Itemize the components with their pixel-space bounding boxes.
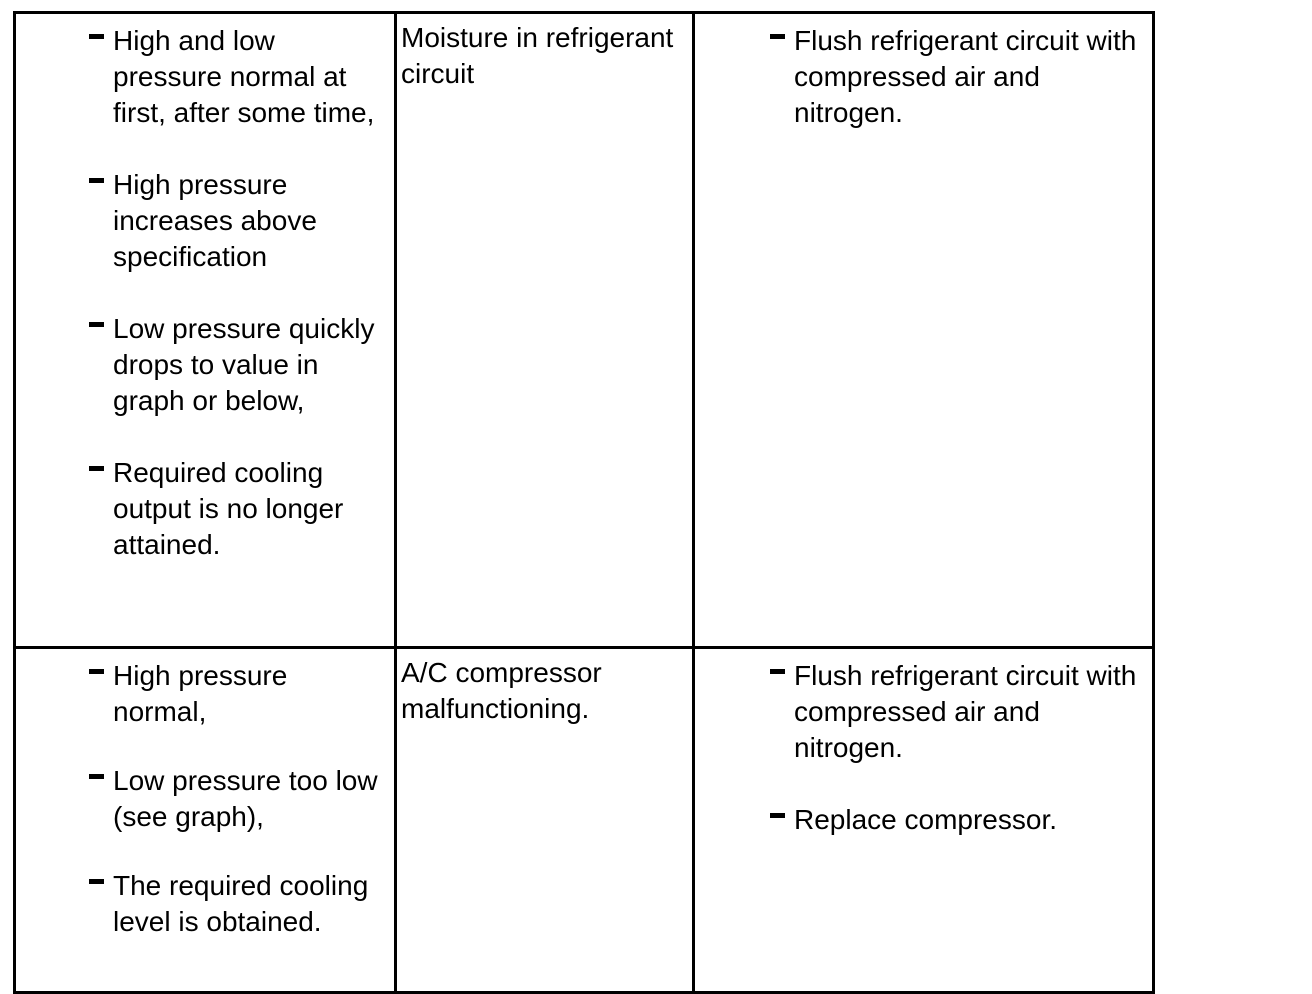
list-item-label: Flush refrigerant circuit with compresse… — [794, 25, 1137, 128]
list-item: Replace compressor. — [770, 802, 1146, 838]
list-item: Flush refrigerant circuit with compresse… — [770, 23, 1146, 131]
dash-bullet-icon — [770, 813, 785, 818]
cause-text: A/C compressor malfunctioning. — [401, 657, 602, 724]
list-item-label: The required cooling level is obtained. — [113, 870, 369, 937]
list-item-label: Low pressure too low (see graph), — [113, 765, 378, 832]
remedy-bullet-list: Flush refrigerant circuit with compresse… — [695, 649, 1152, 842]
list-item: Flush refrigerant circuit with compresse… — [770, 658, 1146, 766]
cell-remedy: Flush refrigerant circuit with compresse… — [692, 646, 1155, 994]
list-item: High pressure normal, — [89, 658, 388, 730]
cell-remedy: Flush refrigerant circuit with compresse… — [692, 11, 1155, 649]
symptom-bullet-list: High and low pressure normal at first, a… — [16, 14, 394, 567]
list-item-label: Flush refrigerant circuit with compresse… — [794, 660, 1137, 763]
table-row: High pressure normal, Low pressure too l… — [13, 646, 1155, 994]
dash-bullet-icon — [89, 774, 104, 779]
list-item: High and low pressure normal at first, a… — [89, 23, 388, 131]
dash-bullet-icon — [89, 322, 104, 327]
list-item: Low pressure quickly drops to value in g… — [89, 311, 388, 419]
symptom-bullet-list: High pressure normal, Low pressure too l… — [16, 649, 394, 977]
table-row: High and low pressure normal at first, a… — [13, 11, 1155, 649]
dash-bullet-icon — [89, 466, 104, 471]
dash-bullet-icon — [89, 178, 104, 183]
dash-bullet-icon — [770, 669, 785, 674]
cell-cause: A/C compressor malfunctioning. — [394, 646, 695, 994]
list-item-label: High pressure increases above specificat… — [113, 169, 317, 272]
dash-bullet-icon — [89, 879, 104, 884]
dash-bullet-icon — [89, 34, 104, 39]
list-item-label: Required cooling output is no longer att… — [113, 457, 344, 560]
list-item-label: Low pressure quickly drops to value in g… — [113, 313, 375, 416]
list-item: Required cooling output is no longer att… — [89, 455, 388, 563]
list-item-label: High and low pressure normal at first, a… — [113, 25, 375, 128]
cell-symptom: High and low pressure normal at first, a… — [13, 11, 397, 649]
dash-bullet-icon — [89, 669, 104, 674]
cause-text: Moisture in refrigerant circuit — [401, 22, 674, 89]
dash-bullet-icon — [770, 34, 785, 39]
list-item: The required cooling level is obtained. — [89, 868, 388, 940]
list-item-label: Replace compressor. — [794, 804, 1058, 835]
cell-symptom: High pressure normal, Low pressure too l… — [13, 646, 397, 994]
list-item: High pressure increases above specificat… — [89, 167, 388, 275]
list-item: Low pressure too low (see graph), — [89, 763, 388, 835]
fault-diagnosis-table: High and low pressure normal at first, a… — [13, 11, 1155, 994]
cell-cause: Moisture in refrigerant circuit — [394, 11, 695, 649]
list-item-label: High pressure normal, — [113, 660, 288, 727]
remedy-bullet-list: Flush refrigerant circuit with compresse… — [695, 14, 1152, 135]
